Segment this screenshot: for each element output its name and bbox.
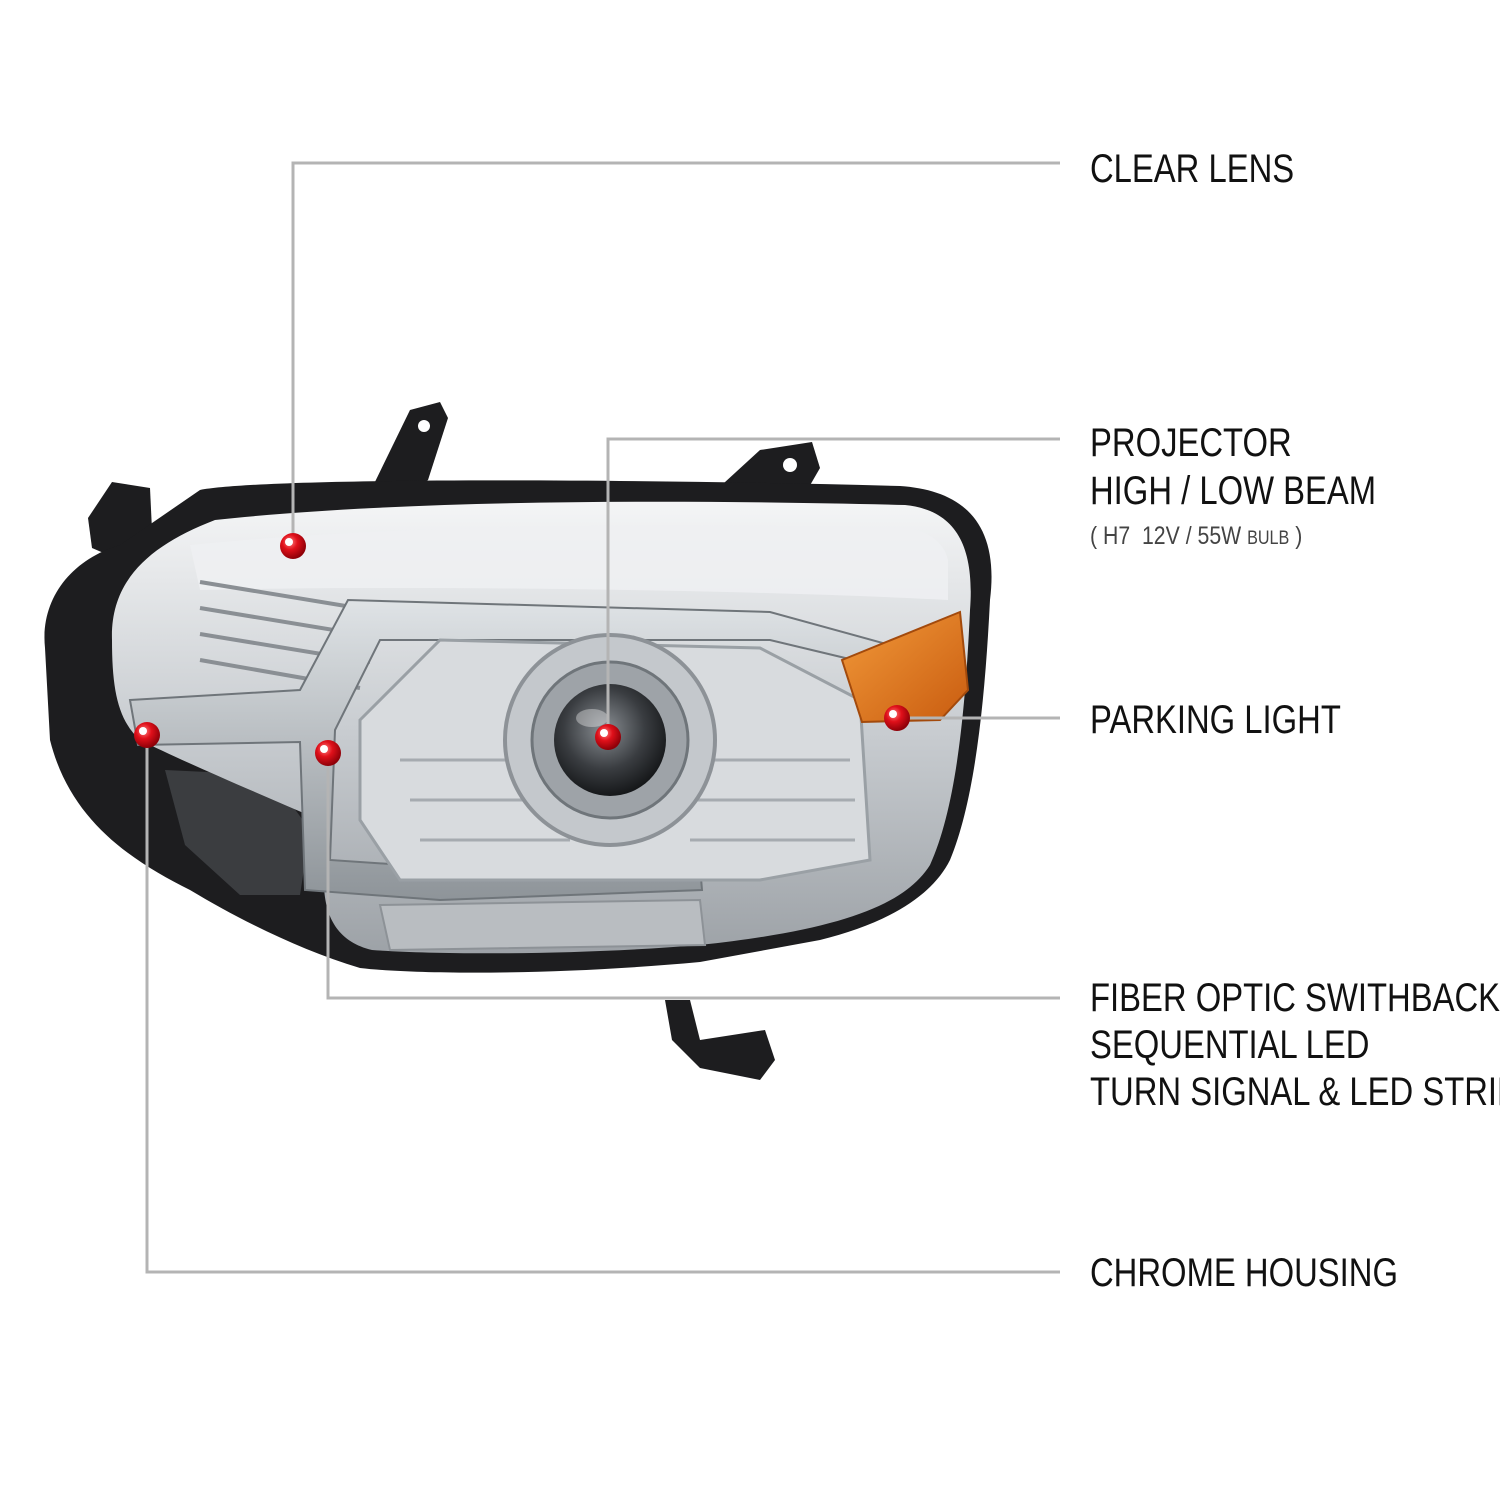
callout-parking-light: PARKING LIGHT: [1090, 698, 1341, 742]
marker-dot-chrome: [134, 722, 160, 748]
leader-line-chrome: [145, 735, 1060, 1274]
spec-bulb-type: H7: [1102, 522, 1131, 550]
callout-projector-spec: ( H7 12V / 55W BULB ): [1090, 522, 1302, 551]
callout-projector-line2: HIGH / LOW BEAM: [1090, 469, 1377, 513]
marker-dot-clear-lens: [280, 533, 306, 559]
leader-line-clear-lens: [291, 161, 1060, 546]
callout-fiber-line1: FIBER OPTIC SWITHBACK: [1090, 976, 1500, 1020]
marker-dot-projector: [595, 724, 621, 750]
leader-line-fiber: [326, 753, 1060, 1000]
housing-grille: [165, 770, 310, 895]
spec-voltage-wattage: 12V / 55W: [1141, 522, 1242, 550]
spec-bulb-word: BULB: [1247, 528, 1290, 549]
callout-chrome-housing: CHROME HOUSING: [1090, 1251, 1398, 1295]
callout-fiber-line3: TURN SIGNAL & LED STRIP: [1090, 1070, 1500, 1114]
leader-line-projector: [606, 437, 1060, 737]
callout-markers: [134, 533, 910, 766]
callout-fiber-line2: SEQUENTIAL LED: [1090, 1023, 1370, 1067]
spec-close-paren: ): [1289, 522, 1303, 550]
spec-open-paren: (: [1090, 522, 1103, 550]
callout-projector-line1: PROJECTOR: [1090, 421, 1292, 465]
marker-dot-parking: [884, 705, 910, 731]
amber-parking-light: [840, 610, 970, 724]
marker-dot-fiber: [315, 740, 341, 766]
leader-lines: [145, 161, 1060, 1274]
fiber-optic-light-bar: [128, 598, 893, 902]
callout-clear-lens: CLEAR LENS: [1090, 147, 1295, 191]
